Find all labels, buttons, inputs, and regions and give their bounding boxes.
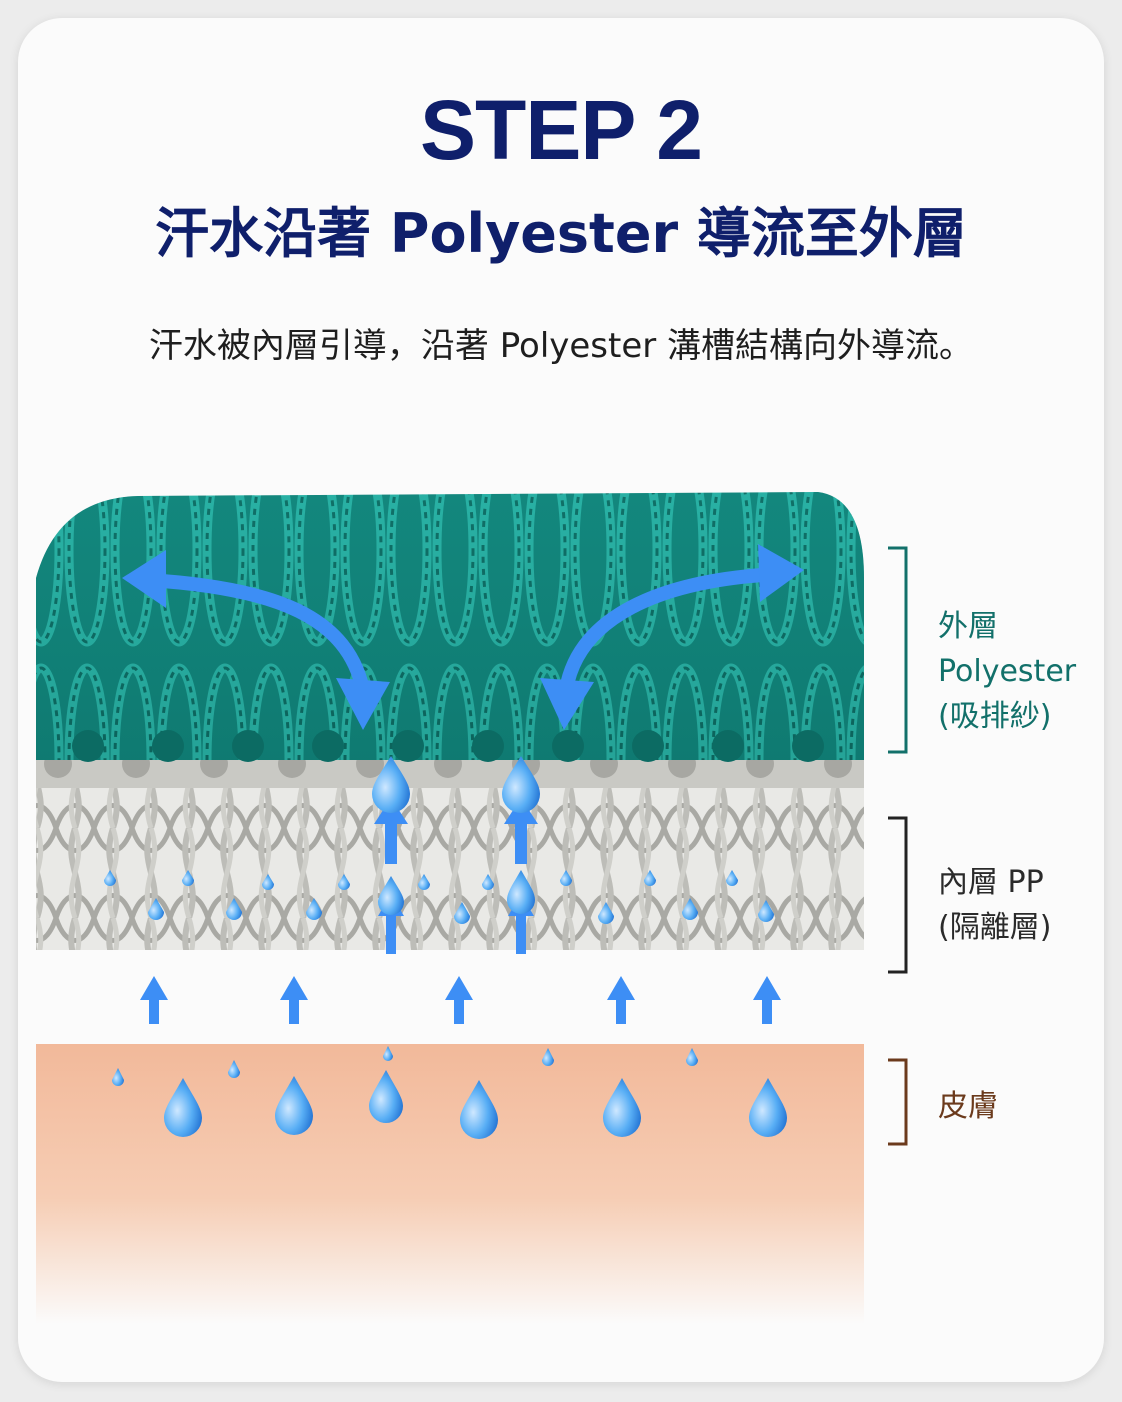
curved-double-arrow-icon (141, 567, 785, 697)
diagram-card: STEP 2 汗水沿著 Polyester 導流至外層 汗水被內層引導，沿著 P… (18, 18, 1104, 1382)
label-outer-layer: 外層 Polyester (吸排紗) (938, 609, 1077, 734)
step-title: STEP 2 (420, 83, 703, 177)
up-arrow-row (140, 976, 781, 1024)
bracket-skin (888, 1058, 908, 1146)
subtitle: 汗水被內層引導，沿著 Polyester 溝槽結構向外導流。 (148, 326, 974, 366)
inner-pp-layer (36, 774, 864, 950)
label-inner-layer: 內層 PP (隔離層) (938, 865, 1052, 945)
bracket-outer (888, 546, 908, 754)
label-skin: 皮膚 (938, 1089, 998, 1124)
bracket-inner (888, 816, 908, 974)
fabric-diagram (36, 492, 908, 1324)
water-droplet-icon (104, 756, 787, 1139)
skin-layer (36, 1044, 864, 1324)
headline: 汗水沿著 Polyester 導流至外層 (155, 202, 967, 265)
